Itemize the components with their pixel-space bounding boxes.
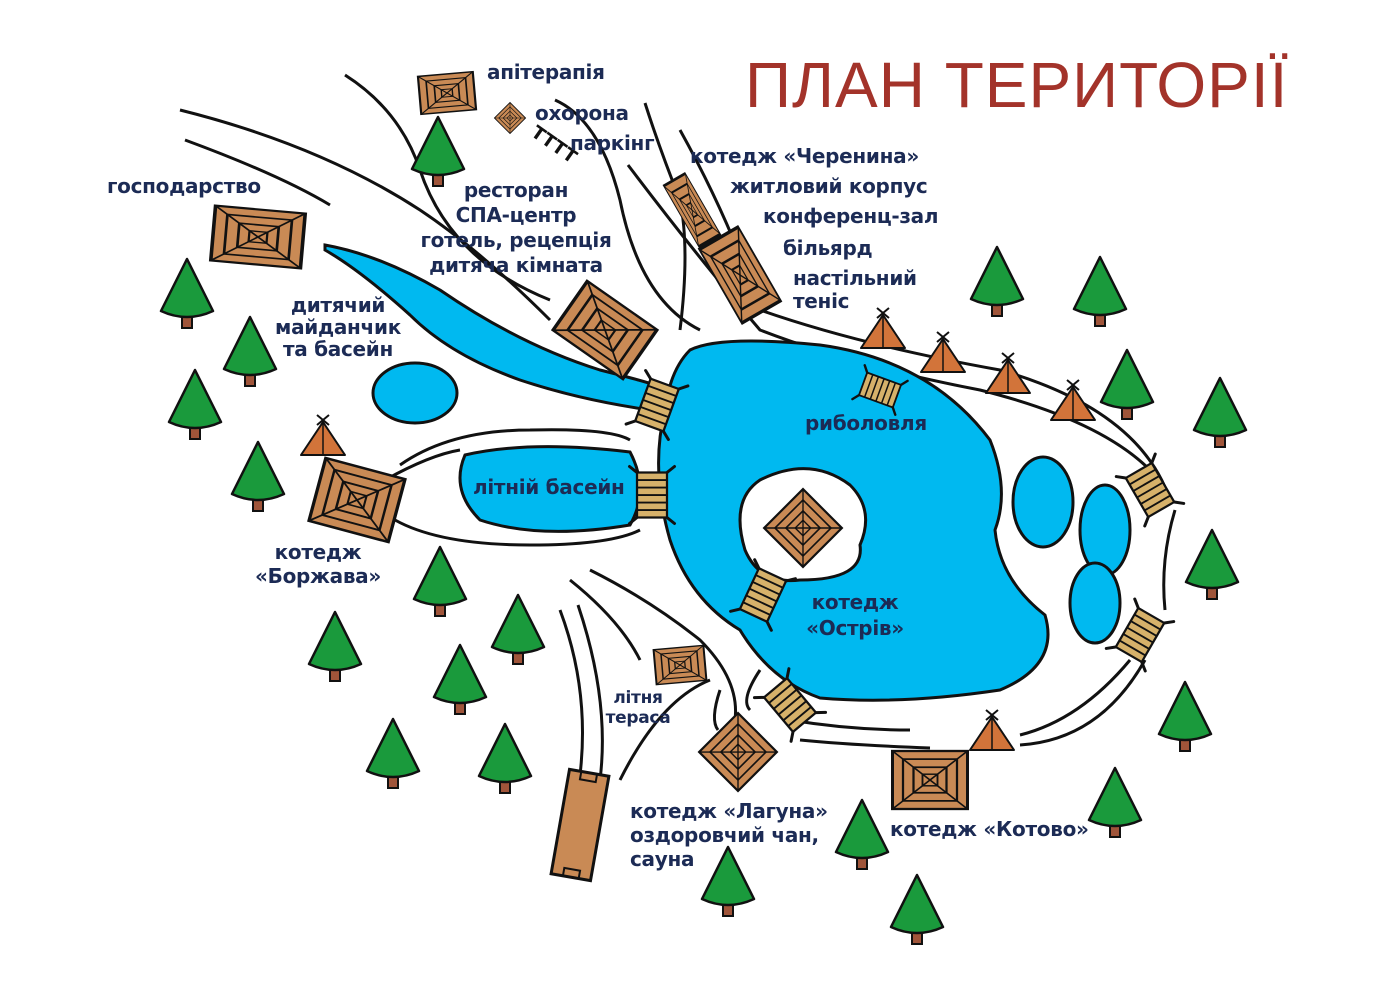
- tent-icon: [1050, 379, 1096, 421]
- playground-pool: [371, 361, 459, 425]
- label-line: ресторан: [463, 178, 569, 202]
- tree-icon: [889, 873, 945, 946]
- tree-icon: [969, 245, 1025, 318]
- label-terrace: літня тераса: [606, 688, 671, 728]
- label-line: котедж: [274, 540, 362, 564]
- label-okhorona: охорона: [535, 101, 629, 125]
- label-apiterapiia: апітерапія: [487, 60, 605, 84]
- tent-icon: [985, 352, 1031, 394]
- tent-icon: [969, 709, 1015, 751]
- building-terrace: [652, 644, 708, 686]
- tree-icon: [432, 643, 488, 716]
- building-main-corps: [697, 225, 783, 325]
- sports-field-icon: [549, 767, 611, 883]
- tree-icon: [1072, 255, 1128, 328]
- tree-icon: [307, 610, 363, 683]
- building-kotovo: [891, 749, 969, 811]
- bridge-icon: [628, 465, 676, 525]
- tree-icon: [222, 315, 278, 388]
- label-line: «Боржава»: [255, 564, 381, 588]
- summer-pool: [458, 445, 642, 533]
- label-line: дитяча кімната: [429, 253, 603, 277]
- building-hospodarstvo: [208, 203, 308, 271]
- tree-icon: [412, 545, 468, 618]
- label-fishing: риболовля: [805, 411, 927, 435]
- label-line: та басейн: [282, 337, 394, 361]
- pond-3: [1068, 561, 1122, 645]
- label-ostriv: котедж «Острів»: [806, 589, 904, 641]
- tree-icon: [490, 593, 546, 666]
- building-laguna: [698, 712, 778, 792]
- label-line: сауна: [630, 847, 695, 871]
- tree-icon: [1087, 766, 1143, 839]
- building-apiterapiia: [416, 70, 478, 116]
- tree-icon: [167, 368, 223, 441]
- label-line: дитячий: [290, 293, 386, 317]
- label-line: котедж «Лагуна»: [630, 799, 828, 823]
- label-conference: конференц-зал: [763, 204, 939, 228]
- tree-icon: [365, 717, 421, 790]
- label-borzhava: котедж «Боржава»: [255, 540, 381, 588]
- label-playground: дитячий майданчик та басейн: [275, 294, 401, 360]
- label-line: тераса: [605, 708, 671, 728]
- label-line: майданчик: [275, 315, 401, 339]
- page-title: ПЛАН ТЕРИТОРІЇ: [745, 49, 1289, 121]
- label-hospodarstvo: господарство: [107, 174, 261, 198]
- building-cherenyna: [662, 172, 722, 248]
- tree-icon: [834, 798, 890, 871]
- label-summer-pool: літній басейн: [473, 475, 625, 499]
- label-table-tennis: настільний теніс: [793, 267, 917, 313]
- building-okhorona: [494, 102, 526, 134]
- label-main-corps: житловий корпус: [730, 174, 928, 198]
- tent-icon: [920, 331, 966, 373]
- tree-icon: [1157, 680, 1213, 753]
- tree-icon: [1184, 528, 1240, 601]
- label-line: теніс: [793, 289, 850, 313]
- pond-1: [1011, 455, 1075, 549]
- label-line: оздоровчий чан,: [630, 823, 819, 847]
- tent-icon: [860, 307, 906, 349]
- label-line: настільний: [793, 266, 917, 290]
- label-cherenyna: котедж «Черенина»: [690, 144, 919, 168]
- label-line: «Острів»: [806, 616, 904, 640]
- label-line: літня: [613, 688, 663, 708]
- tree-icon: [159, 257, 215, 330]
- label-billiards: більярд: [783, 236, 873, 260]
- label-line: готель, рецепція: [420, 228, 612, 252]
- label-line: СПА-центр: [455, 203, 577, 227]
- label-line: котедж: [811, 590, 899, 614]
- tree-icon: [410, 115, 466, 188]
- label-restaurant: ресторан СПА-центр готель, рецепція дитя…: [420, 178, 611, 278]
- tent-icon: [300, 414, 346, 456]
- tree-icon: [230, 440, 286, 513]
- tree-icon: [1192, 376, 1248, 449]
- building-borzhava: [307, 456, 407, 544]
- tree-icon: [1099, 348, 1155, 421]
- label-laguna: котедж «Лагуна» оздоровчий чан, сауна: [630, 799, 828, 871]
- tree-icon: [477, 722, 533, 795]
- label-parking: паркінг: [570, 131, 655, 155]
- pond-2: [1078, 483, 1132, 577]
- label-kotovo: котедж «Котово»: [890, 817, 1089, 841]
- water: [323, 243, 1132, 702]
